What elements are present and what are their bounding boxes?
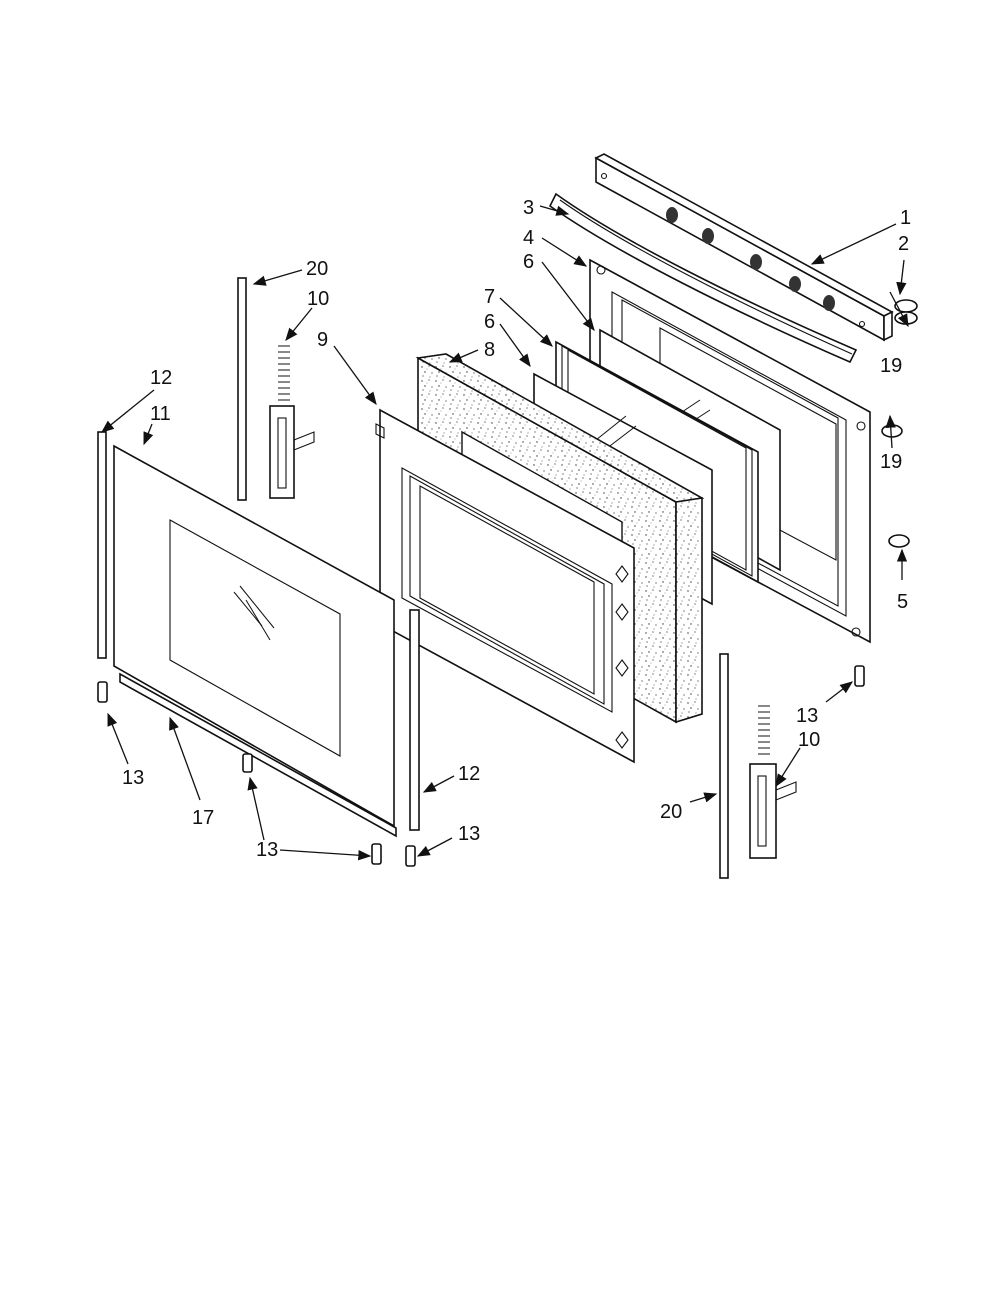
side-trim-right-part xyxy=(409,609,420,831)
screw-13-right xyxy=(854,665,865,687)
bottom-trim-part xyxy=(119,672,397,838)
callout-6a: 6 xyxy=(523,251,534,273)
hinge-left-part xyxy=(269,345,315,499)
callout-11: 11 xyxy=(150,403,171,425)
callout-19b: 19 xyxy=(880,451,902,473)
callout-2: 2 xyxy=(898,233,909,255)
callout-20a: 20 xyxy=(306,258,328,280)
callout-13a: 13 xyxy=(122,767,144,789)
callout-10b: 10 xyxy=(798,729,820,751)
callout-20b: 20 xyxy=(660,801,682,823)
callout-labels: 1 2 3 4 6 7 6 8 9 20 10 12 11 13 17 13 1… xyxy=(122,197,911,861)
callout-10a: 10 xyxy=(307,288,329,310)
callout-5: 5 xyxy=(897,591,908,613)
screw-13-mid xyxy=(242,753,253,773)
callout-6b: 6 xyxy=(484,311,495,333)
callout-12a: 12 xyxy=(150,367,172,389)
callout-1: 1 xyxy=(900,207,911,229)
screw-2 xyxy=(894,299,918,313)
door-handle-part xyxy=(548,192,858,364)
hinge-channel-left-part xyxy=(237,277,247,501)
callout-9: 9 xyxy=(317,329,328,351)
callout-13c: 13 xyxy=(458,823,480,845)
callout-12b: 12 xyxy=(458,763,480,785)
screw-13-bottom-left xyxy=(371,843,382,865)
screw-19-lower xyxy=(881,424,903,438)
hinge-right-part xyxy=(749,705,797,859)
callout-4: 4 xyxy=(523,227,534,249)
callout-13b: 13 xyxy=(256,839,278,861)
side-trim-left-part xyxy=(97,431,107,659)
screw-5 xyxy=(888,534,910,548)
hinge-channel-right-part xyxy=(719,653,729,879)
vent-trim-part xyxy=(594,153,894,342)
leader-lines xyxy=(100,205,909,861)
callout-13d: 13 xyxy=(796,705,818,727)
callout-8: 8 xyxy=(484,339,495,361)
callout-7: 7 xyxy=(484,286,495,308)
screw-13-bottom-right xyxy=(405,845,416,867)
callout-19a: 19 xyxy=(880,355,902,377)
inner-door-liner-part xyxy=(375,408,635,764)
outer-door-glass-part xyxy=(113,444,395,828)
screw-13-left xyxy=(97,681,108,703)
callout-3: 3 xyxy=(523,197,534,219)
callout-17: 17 xyxy=(192,807,214,829)
